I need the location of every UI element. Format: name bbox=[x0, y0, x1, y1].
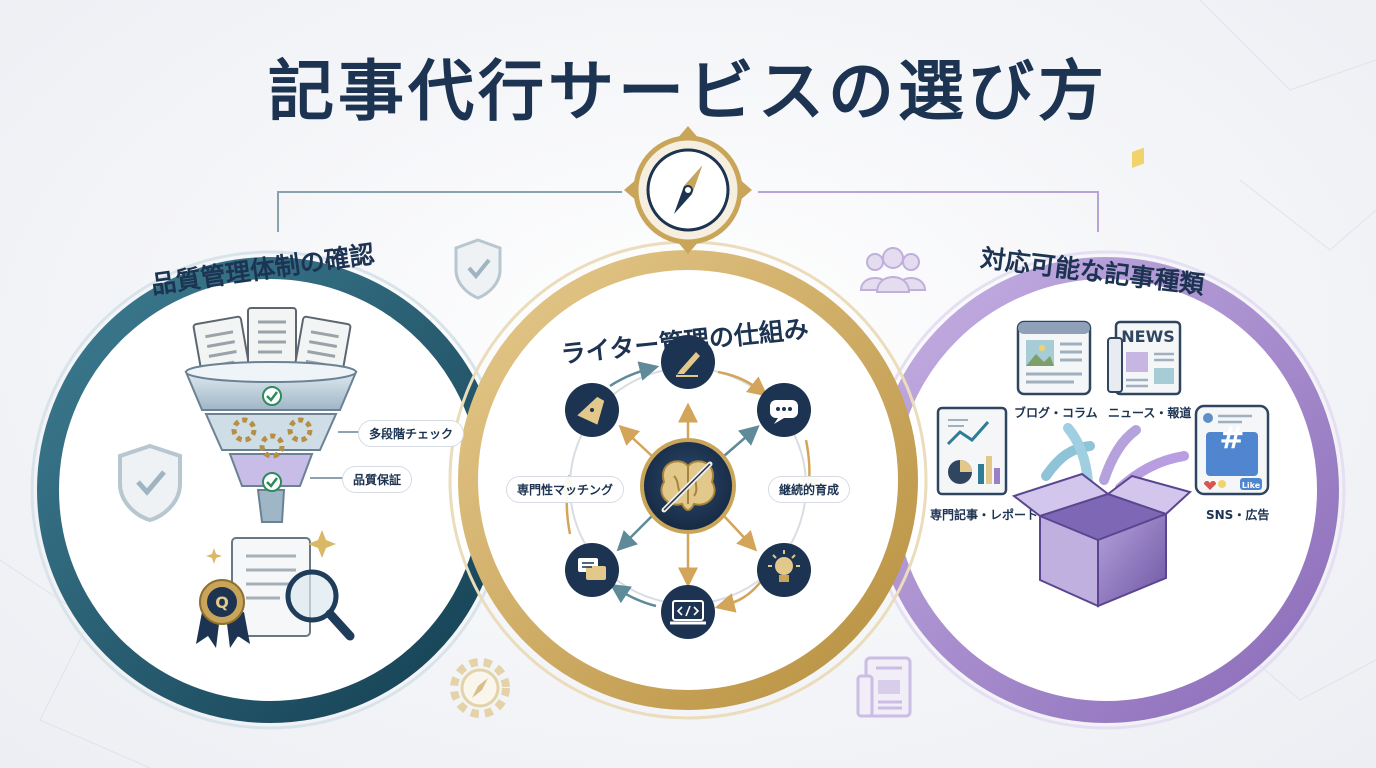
label-multi-stage-check: 多段階チェック bbox=[358, 420, 465, 447]
label-sns-ad: SNS・広告 bbox=[1206, 508, 1270, 522]
like-text: Like bbox=[1242, 481, 1261, 490]
check-icon bbox=[262, 386, 282, 492]
pen-icon bbox=[661, 335, 715, 389]
label-blog-column: ブログ・コラム bbox=[1014, 406, 1098, 420]
newspaper-icon-decor bbox=[856, 656, 912, 718]
brain-icon bbox=[640, 438, 736, 534]
report-chart-icon bbox=[936, 406, 1008, 496]
label-connector-lines bbox=[310, 431, 360, 479]
compass-icon bbox=[624, 126, 752, 254]
fountain-pen-icon bbox=[565, 383, 619, 437]
gear-icon bbox=[231, 417, 313, 459]
open-box-icon bbox=[1011, 147, 1193, 608]
label-continuous-training: 継続的育成 bbox=[768, 476, 851, 503]
chat-icon bbox=[757, 383, 811, 437]
hash-text: # bbox=[1219, 421, 1244, 456]
svg-text:Q: Q bbox=[215, 593, 229, 612]
gear-icon-decor bbox=[450, 658, 510, 718]
sparkle-icon bbox=[206, 530, 336, 564]
social-post-icon bbox=[1194, 404, 1270, 496]
user-group-icon bbox=[859, 247, 927, 293]
label-special-report: 専門記事・レポート bbox=[930, 508, 1039, 522]
magnifier-icon bbox=[285, 569, 355, 641]
connector-line-purple bbox=[758, 191, 1099, 232]
message-icon bbox=[565, 543, 619, 597]
q-badge-icon: Q bbox=[196, 579, 250, 648]
browser-blog-icon bbox=[1016, 320, 1092, 396]
page-title: 記事代行サービスの選び方 bbox=[268, 52, 1108, 130]
label-expertise-matching: 専門性マッチング bbox=[506, 476, 625, 503]
newspaper-icon bbox=[1107, 320, 1182, 396]
label-news-report: ニュース・報道 bbox=[1108, 406, 1192, 420]
code-laptop-icon bbox=[661, 585, 715, 639]
shield-check-icon bbox=[454, 238, 502, 300]
quality-report: Q bbox=[196, 530, 355, 648]
newspaper-icon-text: NEWS bbox=[1121, 327, 1175, 346]
label-quality-assurance: 品質保証 bbox=[342, 466, 413, 493]
shield-check-icon-large bbox=[118, 443, 182, 523]
lightbulb-icon bbox=[757, 543, 811, 597]
